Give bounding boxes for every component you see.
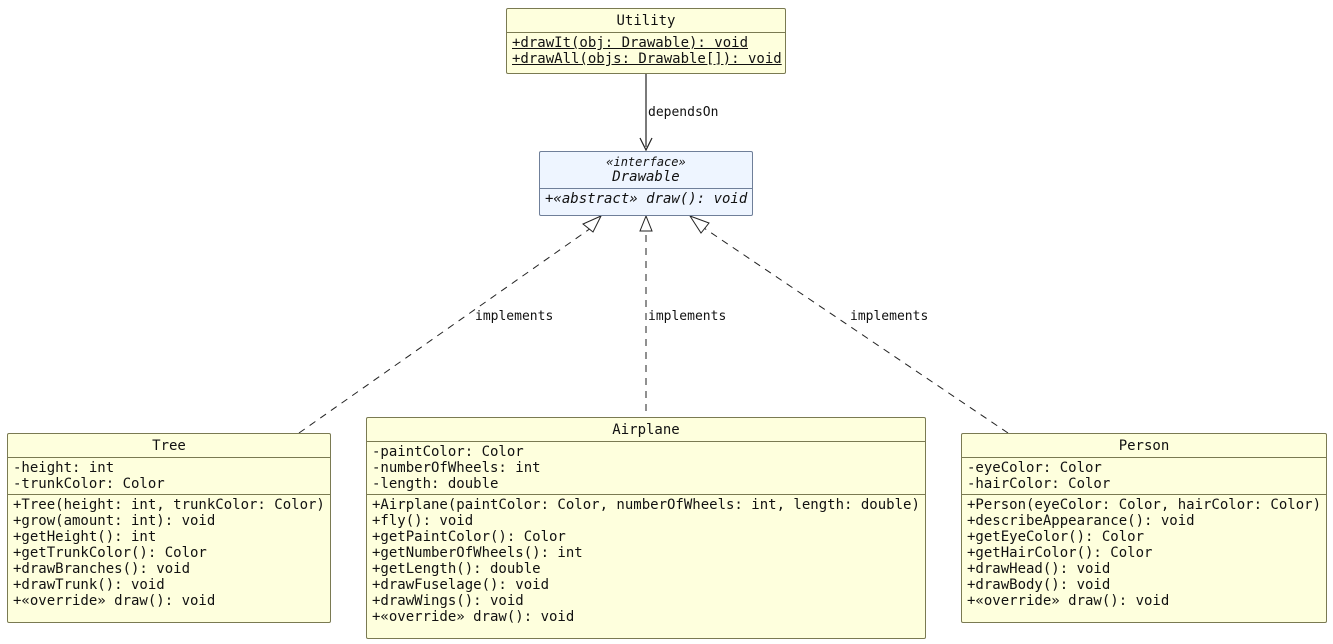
class-header: Airplane xyxy=(367,418,925,441)
dependency-arrowhead xyxy=(639,137,653,152)
class-name: Person xyxy=(1118,438,1170,454)
attributes-section: -height: int -trunkColor: Color xyxy=(8,457,330,494)
implements-label-tree: implements xyxy=(475,309,554,324)
method-row: +Airplane(paintColor: Color, numberOfWhe… xyxy=(372,497,920,513)
method-row: +Tree(height: int, trunkColor: Color) xyxy=(13,497,325,513)
method-row: +drawAll(objs: Drawable[]): void xyxy=(512,51,782,67)
method-row: +drawTrunk(): void xyxy=(13,577,165,593)
class-utility: Utility +drawIt(obj: Drawable): void +dr… xyxy=(506,8,786,74)
method-row: +fly(): void xyxy=(372,513,474,529)
realization-arrowhead-tree xyxy=(582,214,603,233)
methods-section: +Airplane(paintColor: Color, numberOfWhe… xyxy=(367,494,925,627)
method-row: +getTrunkColor(): Color xyxy=(13,545,207,561)
stereotype-label: «interface» xyxy=(606,155,686,169)
class-tree: Tree -height: int -trunkColor: Color +Tr… xyxy=(7,433,331,623)
implements-label-airplane: implements xyxy=(648,309,727,324)
method-row: +drawBody(): void xyxy=(967,577,1111,593)
class-header: Person xyxy=(962,434,1326,457)
method-row: +getHairColor(): Color xyxy=(967,545,1153,561)
attribute-row: -length: double xyxy=(372,476,499,492)
implements-label-person: implements xyxy=(850,309,929,324)
class-header: Tree xyxy=(8,434,330,457)
class-header: Utility xyxy=(507,9,785,32)
attributes-section: -paintColor: Color -numberOfWheels: int … xyxy=(367,441,925,494)
method-row: +drawWings(): void xyxy=(372,593,524,609)
method-row: +describeAppearance(): void xyxy=(967,513,1195,529)
method-row: +drawBranches(): void xyxy=(13,561,191,577)
method-row: +getPaintColor(): Color xyxy=(372,529,566,545)
method-row: +«abstract» draw(): void xyxy=(545,191,748,207)
attribute-row: -hairColor: Color xyxy=(967,476,1111,492)
attribute-row: -height: int xyxy=(13,460,115,476)
attribute-row: -trunkColor: Color xyxy=(13,476,165,492)
realization-line-person xyxy=(703,227,1009,434)
method-row: +getEyeColor(): Color xyxy=(967,529,1145,545)
realization-arrowhead-airplane xyxy=(639,214,653,232)
realization-line-tree xyxy=(298,227,592,434)
methods-section: +«abstract» draw(): void xyxy=(540,188,752,209)
methods-section: +Person(eyeColor: Color, hairColor: Colo… xyxy=(962,494,1326,611)
class-header: «interface» Drawable xyxy=(540,152,752,188)
method-row: +getNumberOfWheels(): int xyxy=(372,545,583,561)
class-name: Drawable xyxy=(612,169,680,185)
attribute-row: -numberOfWheels: int xyxy=(372,460,541,476)
methods-section: +drawIt(obj: Drawable): void +drawAll(ob… xyxy=(507,32,785,69)
method-row: +drawFuselage(): void xyxy=(372,577,550,593)
attribute-row: -paintColor: Color xyxy=(372,444,524,460)
attributes-section: -eyeColor: Color -hairColor: Color xyxy=(962,457,1326,494)
method-row: +«override» draw(): void xyxy=(967,593,1170,609)
method-row: +Person(eyeColor: Color, hairColor: Colo… xyxy=(967,497,1322,513)
class-name: Airplane xyxy=(612,422,680,438)
methods-section: +Tree(height: int, trunkColor: Color) +g… xyxy=(8,494,330,611)
class-name: Tree xyxy=(152,438,186,454)
depends-on-label: dependsOn xyxy=(648,105,719,120)
class-name: Utility xyxy=(616,13,676,29)
method-row: +drawIt(obj: Drawable): void xyxy=(512,35,749,51)
attribute-row: -eyeColor: Color xyxy=(967,460,1102,476)
method-row: +«override» draw(): void xyxy=(372,609,575,625)
method-row: +getHeight(): int xyxy=(13,529,157,545)
method-row: +getLength(): double xyxy=(372,561,541,577)
method-row: +grow(amount: int): void xyxy=(13,513,216,529)
class-person: Person -eyeColor: Color -hairColor: Colo… xyxy=(961,433,1327,623)
method-row: +«override» draw(): void xyxy=(13,593,216,609)
interface-drawable: «interface» Drawable +«abstract» draw():… xyxy=(539,151,753,216)
class-airplane: Airplane -paintColor: Color -numberOfWhe… xyxy=(366,417,926,639)
realization-arrowhead-person xyxy=(688,215,710,234)
method-row: +drawHead(): void xyxy=(967,561,1111,577)
